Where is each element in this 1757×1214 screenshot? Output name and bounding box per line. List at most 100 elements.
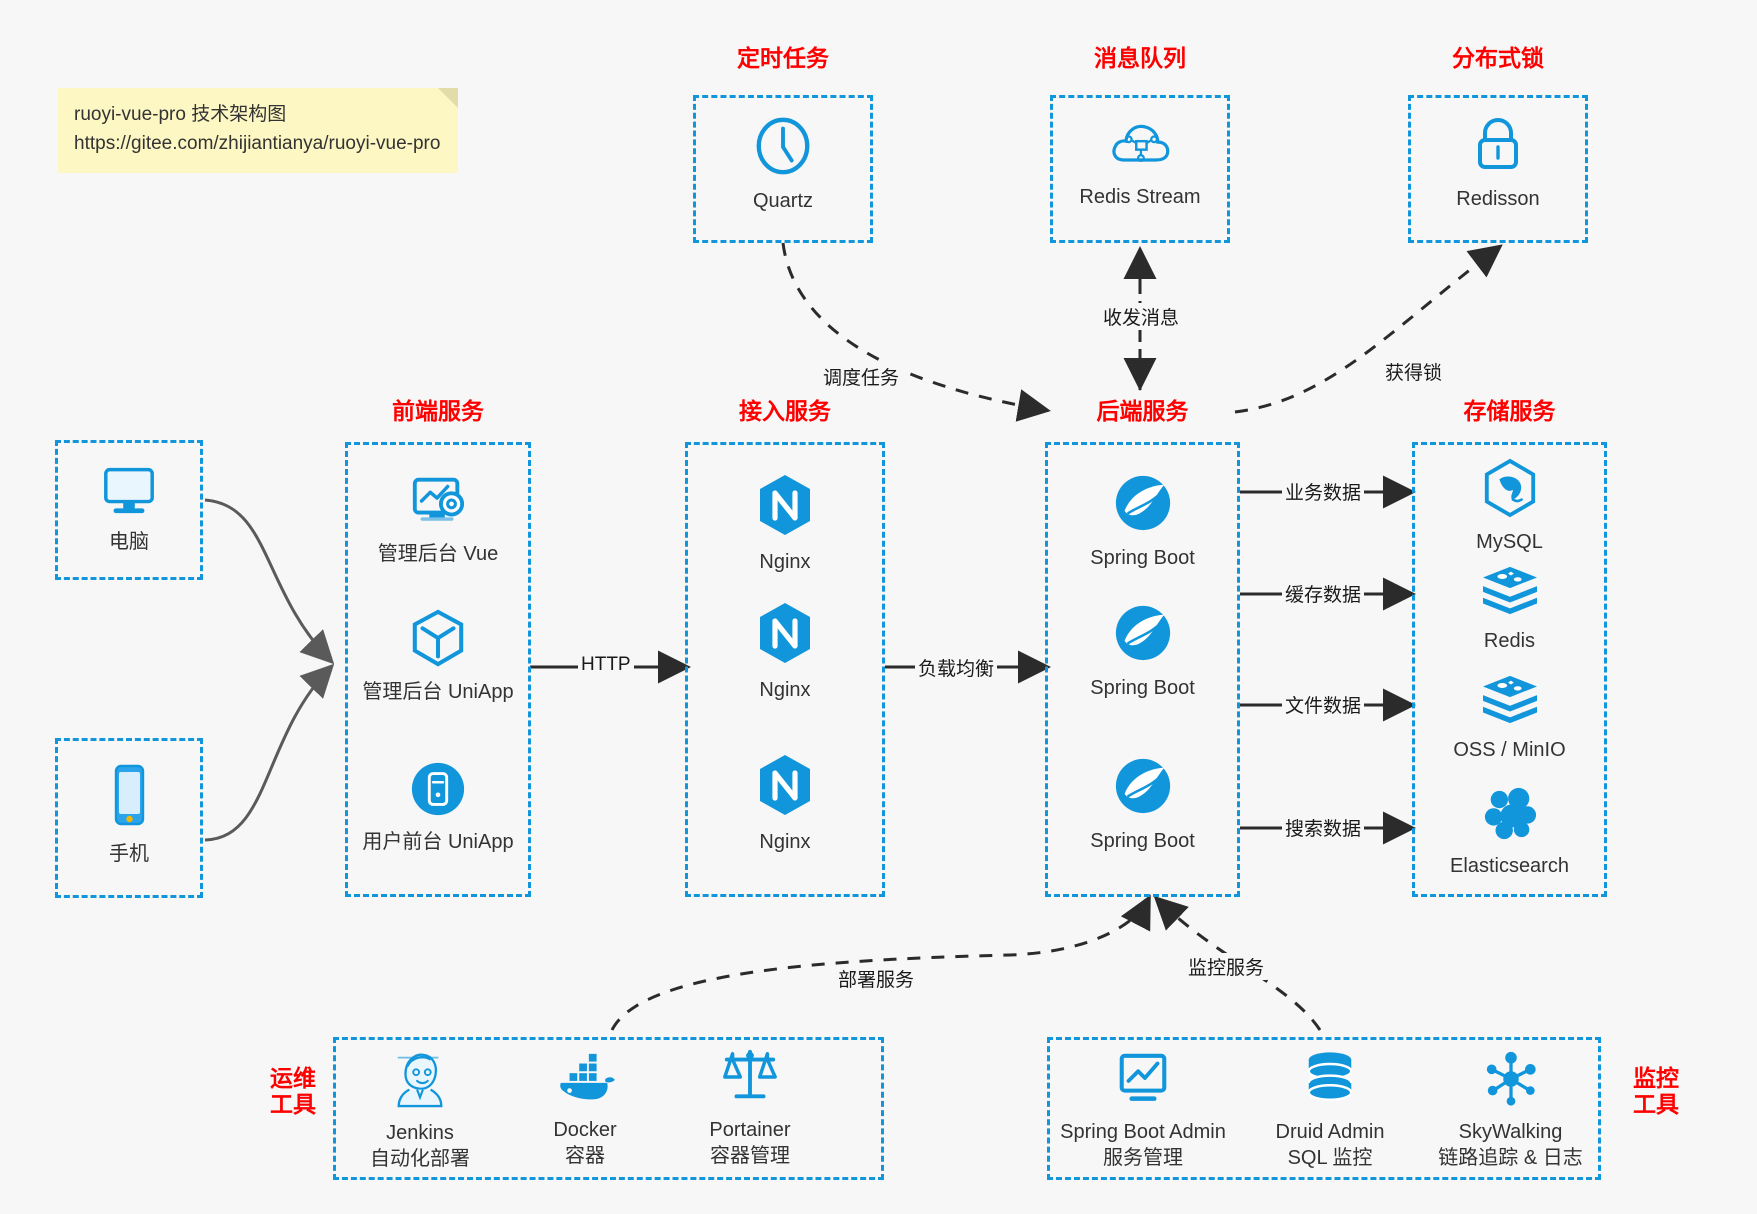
node-skywalking[interactable]: SkyWalking 链路追踪 & 日志 bbox=[1418, 1050, 1603, 1171]
group-title-devops-line2: 工具 bbox=[270, 1091, 316, 1118]
node-springboot-1[interactable]: Spring Boot bbox=[1045, 472, 1240, 571]
group-title-frontend: 前端服务 bbox=[392, 398, 484, 424]
group-title-devops-line1: 运维 bbox=[270, 1065, 316, 1091]
node-label: Redisson bbox=[1456, 188, 1540, 210]
app-icon bbox=[409, 760, 467, 823]
monitor-chart-icon bbox=[1112, 1050, 1174, 1113]
node-label: Nginx bbox=[759, 679, 811, 701]
group-scheduled-task bbox=[693, 95, 873, 243]
scales-icon bbox=[719, 1046, 781, 1111]
edge-label-http: HTTP bbox=[578, 654, 634, 676]
node-label: Redis bbox=[1483, 630, 1536, 652]
node-admin-uniapp[interactable]: 管理后台 UniApp bbox=[335, 608, 541, 705]
node-nginx-1[interactable]: Nginx bbox=[685, 472, 885, 575]
node-mysql[interactable]: MySQL bbox=[1412, 458, 1607, 555]
node-pc[interactable]: 电脑 bbox=[55, 460, 203, 555]
database-icon bbox=[1301, 1050, 1359, 1113]
node-label: 管理后台 UniApp bbox=[362, 681, 514, 703]
node-label: Portainer bbox=[709, 1119, 791, 1141]
node-admin-vue[interactable]: 管理后台 Vue bbox=[335, 472, 541, 567]
node-label: Spring Boot bbox=[1090, 547, 1195, 569]
node-label: Redis Stream bbox=[1079, 186, 1201, 208]
node-label: Jenkins bbox=[386, 1122, 454, 1144]
node-label: Spring Boot Admin bbox=[1060, 1121, 1226, 1143]
lock-icon bbox=[1469, 113, 1527, 180]
node-nginx-2[interactable]: Nginx bbox=[685, 600, 885, 703]
edge-label-schedule-task: 调度任务 bbox=[820, 363, 903, 390]
group-client-pc bbox=[55, 440, 203, 580]
smartphone-icon bbox=[107, 762, 151, 835]
edge-label-business-data: 业务数据 bbox=[1282, 478, 1365, 505]
nginx-icon bbox=[755, 472, 815, 543]
mysql-dolphin-icon bbox=[1481, 458, 1539, 523]
group-frontend bbox=[345, 442, 531, 897]
node-oss-minio[interactable]: OSS / MinIO bbox=[1412, 672, 1607, 763]
group-backend bbox=[1045, 442, 1240, 897]
node-label: 电脑 bbox=[109, 531, 149, 553]
note-sticky: ruoyi-vue-pro 技术架构图 https://gitee.com/zh… bbox=[58, 88, 458, 173]
group-gateway bbox=[685, 442, 885, 897]
node-label: SkyWalking bbox=[1458, 1121, 1563, 1143]
node-label: Spring Boot bbox=[1090, 677, 1195, 699]
network-nodes-icon bbox=[1481, 1050, 1541, 1113]
node-label: MySQL bbox=[1476, 531, 1543, 553]
edge-label-send-receive-message: 收发消息 bbox=[1100, 303, 1183, 330]
edge-label-file-data: 文件数据 bbox=[1282, 691, 1365, 718]
edge-label-cache-data: 缓存数据 bbox=[1282, 580, 1365, 607]
node-springboot-2[interactable]: Spring Boot bbox=[1045, 602, 1240, 701]
node-docker[interactable]: Docker 容器 bbox=[505, 1050, 665, 1169]
node-label: Docker bbox=[553, 1119, 617, 1141]
jenkins-butler-icon bbox=[390, 1047, 450, 1114]
group-storage bbox=[1412, 442, 1607, 897]
node-mobile[interactable]: 手机 bbox=[55, 762, 203, 867]
node-user-uniapp[interactable]: 用户前台 UniApp bbox=[335, 760, 541, 855]
group-title-distributed-lock: 分布式锁 bbox=[1452, 45, 1544, 71]
node-portainer[interactable]: Portainer 容器管理 bbox=[670, 1046, 830, 1169]
spring-leaf-icon bbox=[1112, 602, 1174, 669]
node-nginx-3[interactable]: Nginx bbox=[685, 752, 885, 855]
node-redis[interactable]: Redis bbox=[1412, 563, 1607, 654]
node-label: OSS / MinIO bbox=[1453, 739, 1566, 761]
node-sublabel: 链路追踪 & 日志 bbox=[1438, 1147, 1583, 1169]
monitor-gear-icon bbox=[407, 472, 469, 535]
group-title-monitor-line2: 工具 bbox=[1633, 1091, 1679, 1118]
group-title-monitor-line1: 监控 bbox=[1633, 1065, 1679, 1091]
node-quartz[interactable]: Quartz bbox=[693, 115, 873, 214]
clock-icon bbox=[752, 115, 814, 182]
elasticsearch-icon bbox=[1481, 786, 1539, 847]
node-sublabel: 服务管理 bbox=[1103, 1147, 1183, 1169]
cloud-stream-icon bbox=[1109, 115, 1171, 178]
node-springboot-3[interactable]: Spring Boot bbox=[1045, 755, 1240, 854]
node-elasticsearch[interactable]: Elasticsearch bbox=[1412, 786, 1607, 879]
group-title-backend: 后端服务 bbox=[1096, 398, 1189, 424]
node-label: 管理后台 Vue bbox=[377, 543, 499, 565]
node-label: Nginx bbox=[759, 831, 811, 853]
group-title-monitor: 监控 工具 bbox=[1618, 1065, 1694, 1118]
node-label: Elasticsearch bbox=[1450, 855, 1569, 877]
note-line-title: ruoyi-vue-pro 技术架构图 bbox=[74, 104, 287, 125]
node-redis-stream[interactable]: Redis Stream bbox=[1050, 115, 1230, 210]
node-sublabel: 自动化部署 bbox=[370, 1148, 470, 1170]
node-label: 手机 bbox=[109, 843, 149, 865]
node-sublabel: 容器管理 bbox=[710, 1145, 790, 1167]
group-monitor bbox=[1047, 1037, 1601, 1180]
desktop-icon bbox=[98, 460, 160, 523]
nginx-icon bbox=[755, 600, 815, 671]
group-distributed-lock bbox=[1408, 95, 1588, 243]
node-redisson[interactable]: Redisson bbox=[1408, 113, 1588, 212]
node-spring-boot-admin[interactable]: Spring Boot Admin 服务管理 bbox=[1048, 1050, 1238, 1171]
group-client-mobile bbox=[55, 738, 203, 898]
redis-stack-icon bbox=[1479, 672, 1541, 731]
node-jenkins[interactable]: Jenkins 自动化部署 bbox=[340, 1047, 500, 1172]
node-druid-admin[interactable]: Druid Admin SQL 监控 bbox=[1245, 1050, 1415, 1171]
edge-label-search-data: 搜索数据 bbox=[1282, 814, 1365, 841]
redis-stack-icon bbox=[1479, 563, 1541, 622]
node-label: Nginx bbox=[759, 551, 811, 573]
group-devops bbox=[333, 1037, 884, 1180]
group-title-storage: 存储服务 bbox=[1463, 398, 1556, 424]
node-label: Druid Admin bbox=[1275, 1121, 1385, 1143]
docker-whale-icon bbox=[553, 1050, 617, 1111]
group-title-gateway: 接入服务 bbox=[739, 398, 831, 424]
nginx-icon bbox=[755, 752, 815, 823]
